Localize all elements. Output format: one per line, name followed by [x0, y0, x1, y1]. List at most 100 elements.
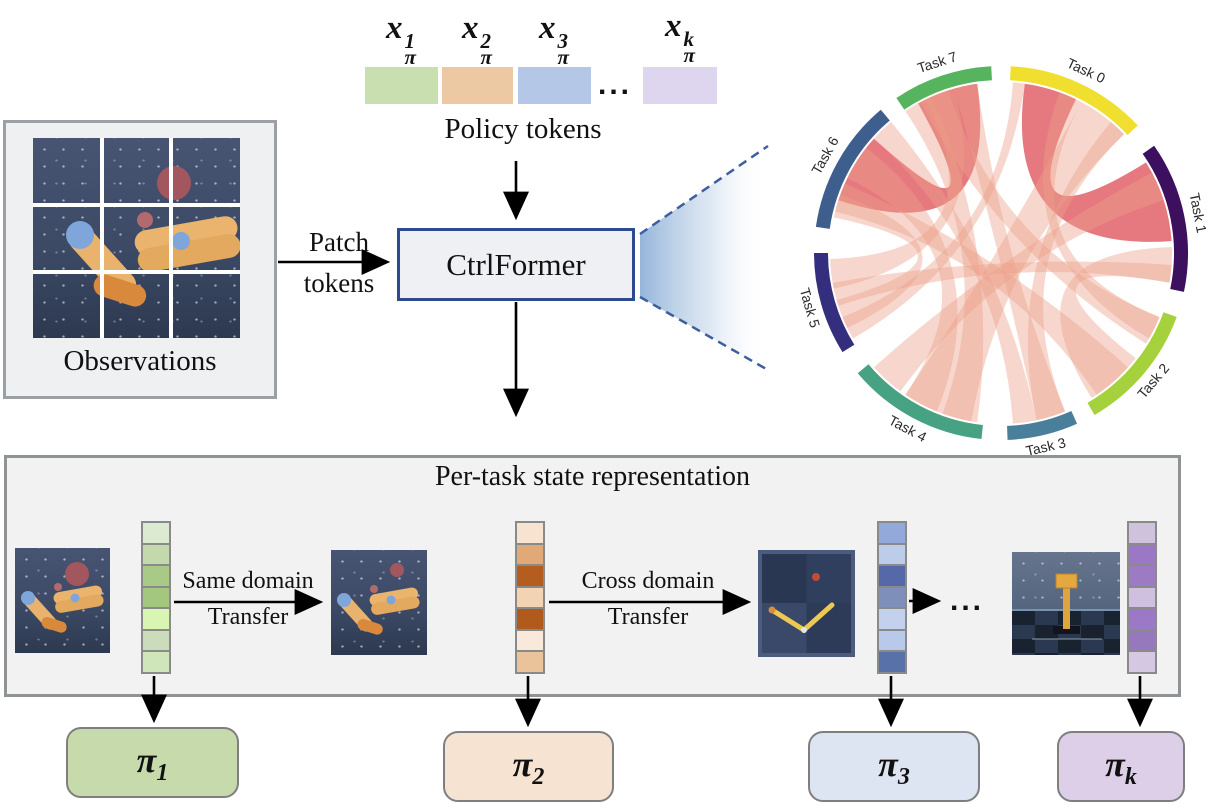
state-token-column-k: [1127, 521, 1157, 674]
state-token-cell: [1129, 607, 1155, 629]
chord-ribbon: [832, 261, 1172, 306]
chord-ribbon: [920, 90, 1160, 344]
state-token-cell: [517, 607, 543, 629]
zoom-cone: [639, 144, 769, 372]
state-token-column-2: [515, 521, 545, 674]
state-token-cell: [1129, 650, 1155, 672]
state-token-cell: [879, 628, 905, 650]
chord-label-task-1: Task 1: [1187, 191, 1210, 234]
policy-token-ellipsis: ...: [598, 68, 633, 101]
policy-token-box-k: [643, 67, 717, 104]
reacher-easy-image: [15, 548, 110, 653]
policy-box-pi2: π2: [443, 731, 614, 802]
chord-ribbon: [847, 147, 958, 412]
reacher-scene: [33, 138, 240, 338]
chord-arc-task-1: [1142, 145, 1188, 292]
chord-ribbon: [1027, 122, 1124, 421]
policy-token-box-3: [518, 67, 591, 104]
state-token-cell: [143, 650, 169, 672]
patch-tokens-label: Patch tokens: [303, 227, 375, 299]
chord-ribbon: [873, 172, 1164, 392]
state-token-cell: [143, 542, 169, 564]
chord-ribbon: [953, 83, 1066, 421]
state-token-cell: [879, 650, 905, 672]
state-token-column-3: [877, 521, 907, 674]
same-domain-transfer-label: Same domain Transfer: [182, 568, 314, 630]
reacher-easy-scene: [21, 562, 104, 633]
chord-ribbon: [905, 96, 984, 423]
state-token-cell: [879, 523, 905, 543]
state-token-cell: [143, 564, 169, 586]
chord-ribbon: [830, 88, 965, 289]
reacher-tip: [93, 274, 147, 307]
joint-dot: [66, 221, 94, 249]
chord-arc-task-7: [896, 66, 993, 110]
policy-token-box-1: [365, 67, 438, 104]
chord-ribbon: [905, 102, 1124, 422]
chord-ribbon: [838, 83, 981, 213]
per-task-panel-title: Per-task state representation: [434, 461, 751, 492]
chord-arc-task-6: [815, 109, 890, 229]
chord-ribbon: [835, 183, 1129, 395]
state-token-cell: [879, 607, 905, 629]
cross-domain-transfer-label: Cross domain Transfer: [581, 568, 715, 630]
policy-token-box-2: [442, 67, 513, 104]
chord-ribbon: [1042, 92, 1160, 339]
ctrlformer-label: CtrlFormer: [446, 246, 586, 282]
reacher-transfer-scene: [337, 563, 420, 635]
chord-ribbon: [842, 82, 1025, 339]
state-token-cell: [143, 607, 169, 629]
joint-dot-2: [172, 232, 190, 250]
chord-arc-task-4: [857, 364, 984, 439]
chord-label-task-7: Task 7: [915, 48, 959, 76]
state-token-cell: [517, 542, 543, 564]
state-token-cell: [517, 585, 543, 607]
state-token-cell: [143, 585, 169, 607]
state-token-cell: [1129, 542, 1155, 564]
chord-ribbon: [1060, 247, 1173, 398]
chord-arc-task-5: [814, 252, 855, 353]
policy-tokens-caption: Policy tokens: [444, 113, 602, 145]
state-token-cell: [143, 523, 169, 543]
policy-box-pik: πk: [1057, 731, 1185, 802]
policy-box-pi1: π1: [66, 727, 239, 798]
patch-grid-lines: [33, 138, 240, 338]
reacher-observation-image: [33, 138, 240, 338]
policy-box-pi3: π3: [808, 731, 980, 802]
reacher-transfer-image: [331, 550, 427, 655]
state-token-cell: [517, 650, 543, 672]
state-token-cell: [143, 628, 169, 650]
reacher-hard-scene: [758, 550, 855, 657]
state-token-column-1: [141, 521, 171, 674]
state-token-cell: [517, 628, 543, 650]
chord-arc-task-2: [1087, 312, 1177, 415]
observations-caption: Observations: [63, 345, 217, 377]
state-token-cell: [879, 542, 905, 564]
cartpole-pole: [1032, 573, 1102, 640]
chord-ribbon: [833, 194, 923, 328]
state-token-cell: [879, 564, 905, 586]
chord-ribbon: [873, 122, 1037, 424]
observations-panel: Observations: [3, 120, 277, 399]
target-ball: [157, 166, 191, 200]
panel-ellipsis: ...: [950, 584, 985, 617]
cartpole-image: [1012, 552, 1120, 655]
state-token-cell: [517, 523, 543, 543]
small-ball: [137, 212, 153, 228]
per-task-panel: [4, 455, 1181, 697]
state-token-cell: [879, 585, 905, 607]
chord-arc-task-3: [1006, 410, 1078, 440]
ctrlformer-box: CtrlFormer: [397, 228, 635, 301]
state-token-cell: [1129, 585, 1155, 607]
state-token-cell: [1129, 523, 1155, 543]
state-token-cell: [1129, 564, 1155, 586]
chord-arc-task-0: [1009, 66, 1138, 136]
chord-ribbon: [1021, 83, 1172, 242]
state-token-cell: [1129, 628, 1155, 650]
